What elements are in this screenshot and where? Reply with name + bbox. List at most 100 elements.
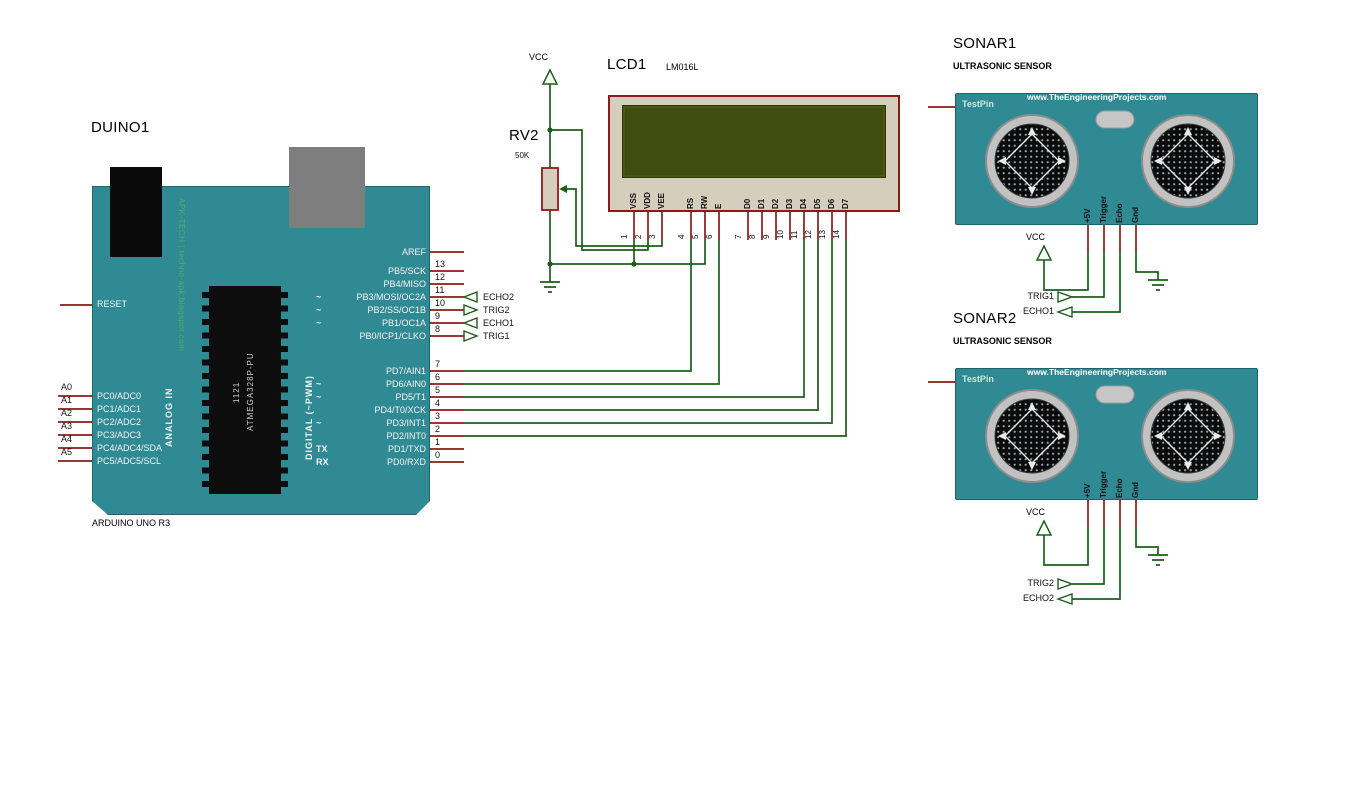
lcd-pin-d2[interactable]: D2	[771, 198, 780, 209]
lcd-pin-number: 11	[790, 230, 799, 239]
pin-name: PD3/INT1	[386, 418, 426, 428]
sonar1-transducers[interactable]	[985, 110, 1235, 208]
sonar2-ref[interactable]: SONAR2	[953, 310, 1017, 327]
pin-row-d10[interactable]: ~PB2/SS/OC1B	[316, 304, 426, 316]
net-label-echo1[interactable]: ECHO1	[483, 318, 515, 328]
lcd-pin-d0[interactable]: D0	[743, 198, 752, 209]
pin-number: 1	[435, 437, 441, 447]
port-label-a3: A3	[61, 421, 73, 431]
pin-row-d6[interactable]: ~PD6/AIN0	[316, 378, 426, 390]
pin-number: 2	[435, 424, 441, 434]
pwm-tilde: ~	[316, 392, 322, 402]
chip-code: 1121	[232, 381, 241, 403]
sonar1-testpin-label[interactable]: TestPin	[962, 99, 994, 109]
sonar2-pin-5v[interactable]: +5V	[1083, 483, 1092, 498]
vcc-power-arrows[interactable]	[541, 68, 1053, 536]
lcd-pin-number: 9	[762, 234, 771, 239]
pin-row-d3[interactable]: ~PD3/INT1	[316, 417, 426, 429]
component-pin-stubs[interactable]	[58, 106, 1137, 527]
rv2-ref[interactable]: RV2	[509, 127, 539, 144]
lcd-pin-d6[interactable]: D6	[827, 198, 836, 209]
sonar2-transducers[interactable]	[985, 385, 1235, 483]
sonar1-pin-gnd[interactable]: Gnd	[1131, 207, 1140, 223]
net-label-echo2[interactable]: ECHO2	[483, 292, 515, 302]
rv2-potentiometer[interactable]	[541, 167, 567, 211]
reset-pin-label[interactable]: RESET	[97, 299, 128, 309]
net-terminal-arrows[interactable]	[462, 290, 1075, 605]
pin-number: 11	[435, 285, 445, 295]
pin-name: PD6/AIN0	[385, 379, 426, 389]
sonar2-pin-gnd[interactable]: Gnd	[1131, 482, 1140, 498]
lcd-pin-rw[interactable]: RW	[700, 195, 709, 209]
lcd-pin-d3[interactable]: D3	[785, 198, 794, 209]
pin-row-d13[interactable]: PB5/SCK	[316, 265, 426, 277]
sonar1-url-text: www.TheEngineeringProjects.com	[1027, 92, 1167, 102]
lcd-pin-e[interactable]: E	[714, 203, 723, 209]
pin-row-d7[interactable]: PD7/AIN1	[316, 365, 426, 377]
lcd-pin-d1[interactable]: D1	[757, 198, 766, 209]
pin-number: 3	[435, 411, 441, 421]
lcd-pin-d7[interactable]: D7	[841, 198, 850, 209]
lcd-pin-number: 3	[648, 234, 657, 239]
lcd-pin-vdd[interactable]: VDD	[643, 192, 652, 209]
pin-name-a2[interactable]: PC2/ADC2	[97, 417, 142, 427]
chip-name: ATMEGA328P-PU	[246, 352, 255, 432]
sonar2-pin-echo[interactable]: Echo	[1115, 478, 1124, 498]
lcd-ref[interactable]: LCD1	[607, 56, 647, 73]
lcd-pin-vee[interactable]: VEE	[657, 192, 666, 209]
pin-name-a5[interactable]: PC5/ADC5/SCL	[97, 456, 162, 466]
sonar1-pin-trigger[interactable]: Trigger	[1099, 195, 1108, 223]
pin-name: PB2/SS/OC1B	[367, 305, 426, 315]
lcd-pin-rs[interactable]: RS	[686, 197, 695, 209]
pin-row-d8[interactable]: PB0/ICP1/CLKO	[316, 330, 426, 342]
sonar1-pin-echo[interactable]: Echo	[1115, 203, 1124, 223]
lcd-pin-vss[interactable]: VSS	[629, 192, 638, 209]
pin-row-d9[interactable]: ~PB1/OC1A	[316, 317, 426, 329]
pin-name-a0[interactable]: PC0/ADC0	[97, 391, 142, 401]
atmega328-chip[interactable]	[209, 286, 281, 494]
pin-row-d11[interactable]: ~ PB3/MOSI/OC2A	[316, 291, 426, 303]
pin-row-d4[interactable]: PD4/T0/XCK	[316, 404, 426, 416]
pin-row-d12[interactable]: PB4/MISO	[316, 278, 426, 290]
pin-number: 9	[435, 311, 441, 321]
sonar2-pin-trigger[interactable]: Trigger	[1099, 470, 1108, 498]
rv2-value[interactable]: 50K	[515, 151, 530, 160]
pin-name: PB3/MOSI/OC2A	[356, 292, 426, 302]
net-label-trig1[interactable]: TRIG1	[483, 331, 510, 341]
sonar1-subtitle: ULTRASONIC SENSOR	[953, 61, 1052, 71]
net-label-trig2[interactable]: TRIG2	[483, 305, 510, 315]
sonar2-testpin-label[interactable]: TestPin	[962, 374, 994, 384]
lcd-pin-d4[interactable]: D4	[799, 198, 808, 209]
pin-name-a4[interactable]: PC4/ADC4/SDA	[97, 443, 163, 453]
sonar1-echo-net[interactable]: ECHO1	[1022, 306, 1054, 316]
chip-legs-left	[202, 292, 209, 488]
pin-name-a1[interactable]: PC1/ADC1	[97, 404, 142, 414]
sonar2-trig-net[interactable]: TRIG2	[1027, 578, 1054, 588]
sonar1-trig-net[interactable]: TRIG1	[1027, 291, 1054, 301]
lcd-pin-number: 14	[832, 230, 841, 239]
aref-label: AREF	[401, 247, 426, 257]
pin-name: PD4/T0/XCK	[374, 405, 426, 415]
lcd-pin-d5[interactable]: D5	[813, 198, 822, 209]
pin-name-a3[interactable]: PC3/ADC3	[97, 430, 142, 440]
pwm-tilde: ~	[316, 292, 322, 302]
junction-dots	[547, 127, 637, 267]
arduino-ref[interactable]: DUINO1	[91, 119, 150, 136]
sonar1-ref[interactable]: SONAR1	[953, 35, 1017, 52]
lcd-pin-number: 13	[818, 230, 827, 239]
pin-number: 5	[435, 385, 441, 395]
pin-row-d2[interactable]: PD2/INT0	[316, 430, 426, 442]
pin-row-d5[interactable]: ~PD5/T1	[316, 391, 426, 403]
usb-connector[interactable]	[110, 167, 162, 257]
pin-row-aref[interactable]: AREF	[316, 246, 426, 258]
sonar1-crystal	[1095, 110, 1135, 129]
power-jack[interactable]	[289, 147, 365, 228]
port-label-a0: A0	[61, 382, 73, 392]
signal-wires[interactable]	[464, 84, 1159, 600]
lcd-module[interactable]	[608, 95, 900, 212]
sonar2-echo-net[interactable]: ECHO2	[1022, 593, 1054, 603]
sonar1-pin-5v[interactable]: +5V	[1083, 208, 1092, 223]
